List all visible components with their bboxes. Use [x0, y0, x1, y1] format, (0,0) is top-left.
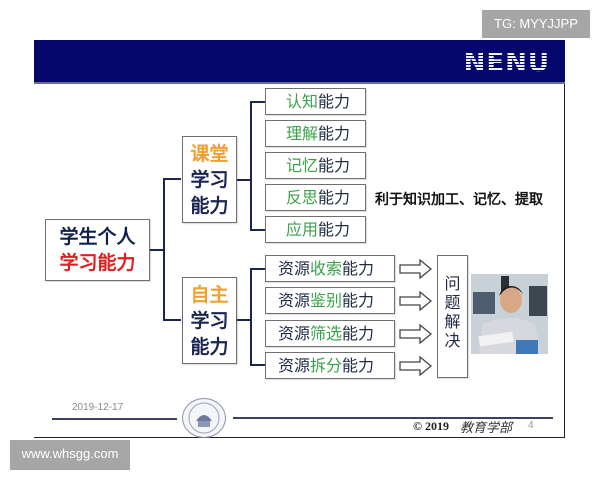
skill-prefix: 资源	[278, 324, 311, 343]
category-line: 能力	[190, 195, 229, 217]
connector	[237, 319, 250, 321]
root-box: 学生个人 学习能力	[45, 219, 150, 281]
resource-skill-box: 资源鉴别能力	[265, 287, 395, 314]
skill-keyword: 记忆	[286, 156, 319, 175]
skill-suffix: 能力	[318, 92, 351, 111]
skill-keyword: 收索	[310, 259, 343, 278]
resource-skill-box: 资源筛选能力	[265, 320, 395, 347]
arrow-right-icon	[399, 259, 432, 279]
skill-box: 反思能力	[265, 184, 366, 211]
watermark-tg: TG: MYYJJPP	[482, 10, 590, 38]
category-classroom-box: 课堂 学习 能力	[182, 136, 237, 223]
footer-divider	[52, 418, 177, 420]
skill-prefix: 资源	[278, 291, 311, 310]
skill-keyword: 筛选	[310, 324, 343, 343]
category-prefix: 自主	[190, 284, 229, 306]
outcome-char: 题	[444, 293, 461, 312]
skill-keyword: 反思	[286, 188, 319, 207]
arrow-right-icon	[399, 324, 432, 344]
footer-copyright: © 2019	[413, 419, 449, 433]
footer-date: 2019-12-17	[72, 402, 124, 413]
university-seal-icon	[182, 398, 226, 438]
outcome-char: 决	[444, 331, 461, 350]
skill-box: 理解能力	[265, 120, 366, 147]
outcome-char: 问	[444, 274, 461, 293]
connector	[237, 179, 250, 181]
skill-prefix: 资源	[278, 259, 311, 278]
skill-box: 应用能力	[265, 216, 366, 243]
presenter-photo	[471, 274, 548, 354]
root-line2: 学习能力	[59, 252, 136, 274]
bracket-autonomous	[250, 268, 252, 366]
skill-suffix: 能力	[318, 188, 351, 207]
arrow-right-icon	[399, 356, 432, 376]
skill-box: 认知能力	[265, 88, 366, 115]
skill-suffix: 能力	[342, 259, 375, 278]
page-number: 4	[528, 420, 534, 431]
skill-prefix: 资源	[278, 356, 311, 375]
category-line: 学习	[190, 169, 229, 191]
skill-suffix: 能力	[318, 124, 351, 143]
watermark-url: www.whsgg.com	[10, 440, 130, 470]
outcome-char: 解	[444, 312, 461, 331]
classroom-note: 利于知识加工、记忆、提取	[375, 192, 543, 208]
category-autonomous-box: 自主 学习 能力	[182, 277, 237, 364]
nenu-logo: NENU	[463, 48, 550, 78]
skill-keyword: 鉴别	[310, 291, 343, 310]
connector	[150, 249, 163, 251]
skill-suffix: 能力	[342, 324, 375, 343]
skill-suffix: 能力	[318, 220, 351, 239]
problem-solving-box: 问 题 解 决	[437, 255, 468, 378]
connector	[250, 229, 265, 231]
bracket-root	[163, 178, 165, 321]
skill-suffix: 能力	[342, 291, 375, 310]
category-line: 学习	[190, 310, 229, 332]
resource-skill-box: 资源拆分能力	[265, 352, 395, 379]
footer-divider	[233, 417, 553, 419]
skill-box: 记忆能力	[265, 152, 366, 179]
footer-org: 教育学部	[460, 421, 513, 436]
connector	[250, 268, 265, 270]
arrow-right-icon	[399, 291, 432, 311]
skill-keyword: 拆分	[310, 356, 343, 375]
skill-keyword: 理解	[286, 124, 319, 143]
connector	[163, 319, 181, 321]
connector	[250, 364, 265, 366]
skill-suffix: 能力	[342, 356, 375, 375]
root-line1: 学生个人	[59, 226, 136, 248]
connector	[163, 178, 181, 180]
category-prefix: 课堂	[190, 143, 229, 165]
bracket-classroom	[250, 101, 252, 231]
skill-keyword: 应用	[286, 220, 319, 239]
slide-header-bar	[34, 40, 565, 84]
category-line: 能力	[190, 336, 229, 358]
skill-keyword: 认知	[286, 92, 319, 111]
connector	[250, 101, 265, 103]
resource-skill-box: 资源收索能力	[265, 255, 395, 282]
skill-suffix: 能力	[318, 156, 351, 175]
